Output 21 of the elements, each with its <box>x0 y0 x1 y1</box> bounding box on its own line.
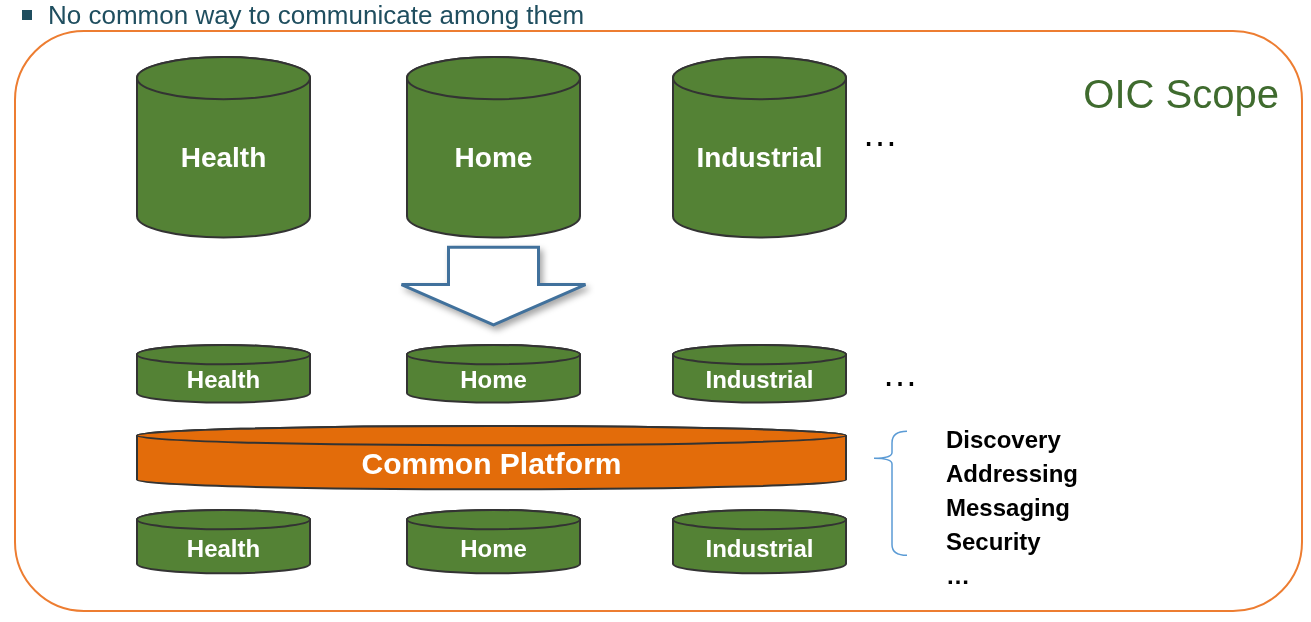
cylinder-label: Home <box>453 143 534 172</box>
ellipsis: … <box>862 116 898 153</box>
cylinder-label: Industrial <box>704 536 815 561</box>
list-item: Messaging <box>946 495 1071 520</box>
block-arrow <box>400 245 587 327</box>
cylinder-label: Common Platform <box>360 448 623 479</box>
scope-title: OIC Scope <box>1083 72 1279 117</box>
cylinder-label: Industrial <box>704 368 815 393</box>
cylinder-label: Home <box>459 368 528 393</box>
cylinder-label: Health <box>179 143 268 172</box>
cylinder-label: Health <box>185 368 262 393</box>
ellipsis: … <box>882 356 918 393</box>
scope-frame <box>14 30 1303 612</box>
cylinder-label: Health <box>185 536 262 561</box>
cylinder-label: Home <box>459 536 528 561</box>
cylinder-label: Industrial <box>695 143 824 172</box>
list-item: Addressing <box>946 462 1079 487</box>
list-item: Security <box>946 530 1041 555</box>
list-item: … <box>946 563 970 588</box>
headline-text: No common way to communicate among them <box>48 0 585 30</box>
list-item: Discovery <box>946 428 1061 453</box>
